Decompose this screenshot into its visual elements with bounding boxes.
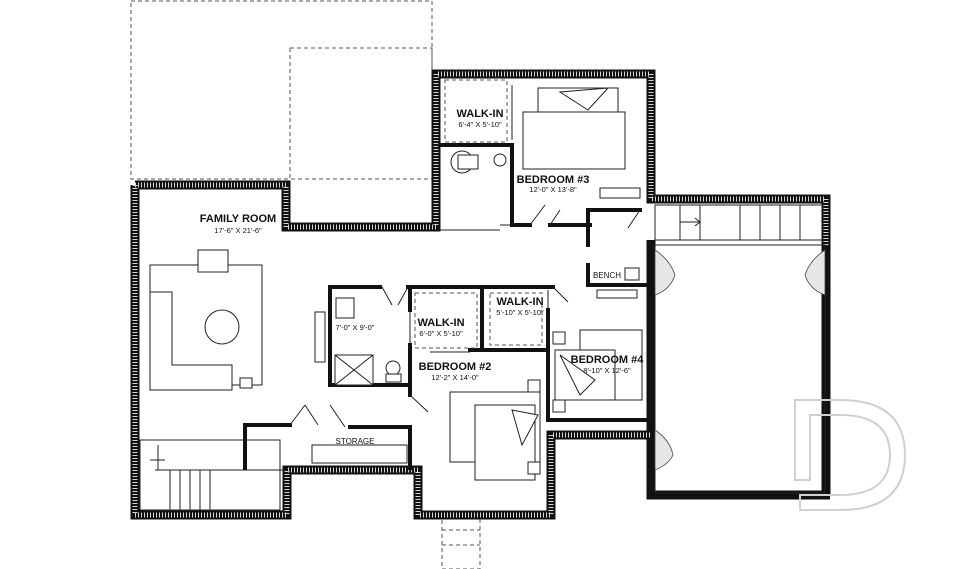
storage-label: STORAGE xyxy=(336,437,375,446)
walkin-2-label: WALK-IN xyxy=(417,317,464,329)
walkin-4-dims: 5'-10" X 5'-10" xyxy=(496,308,544,317)
bathroom-dims: 7'-0" X 9'-0" xyxy=(335,323,374,332)
family-room-dims: 17'-6" X 21'-6" xyxy=(214,226,262,235)
garage-right xyxy=(654,244,826,494)
bedroom-3-label: BEDROOM #3 xyxy=(517,174,590,186)
furniture xyxy=(149,87,643,481)
bedroom-3-dims: 12'-0" X 13'-8" xyxy=(529,185,577,194)
walkin-3-label: WALK-IN xyxy=(456,108,503,120)
stairs-right xyxy=(654,204,824,241)
closet-dash xyxy=(489,292,543,346)
closet-dash xyxy=(444,79,508,143)
bedroom-4-dims: 8'-10" X 12'-6" xyxy=(583,366,631,375)
family-room-label: FAMILY ROOM xyxy=(200,213,276,225)
walkin-2-dims: 6'-0" X 5'-10" xyxy=(419,329,463,338)
exterior-walls xyxy=(130,69,831,520)
bench-label: BENCH xyxy=(593,271,621,280)
stairs-left xyxy=(139,439,285,511)
walkin-3-dims: 6'-4" X 5'-10" xyxy=(458,120,502,129)
bedroom-2-label: BEDROOM #2 xyxy=(419,361,492,373)
doors xyxy=(289,85,641,428)
walkin-4-label: WALK-IN xyxy=(496,296,543,308)
bedroom-4-label: BEDROOM #4 xyxy=(571,354,645,366)
closet-dash xyxy=(414,292,478,349)
exterior-steps xyxy=(441,514,481,569)
interior-walls xyxy=(243,143,647,470)
watermark-logo xyxy=(794,399,907,511)
bedroom-2-dims: 12'-2" X 14'-0" xyxy=(431,373,479,382)
